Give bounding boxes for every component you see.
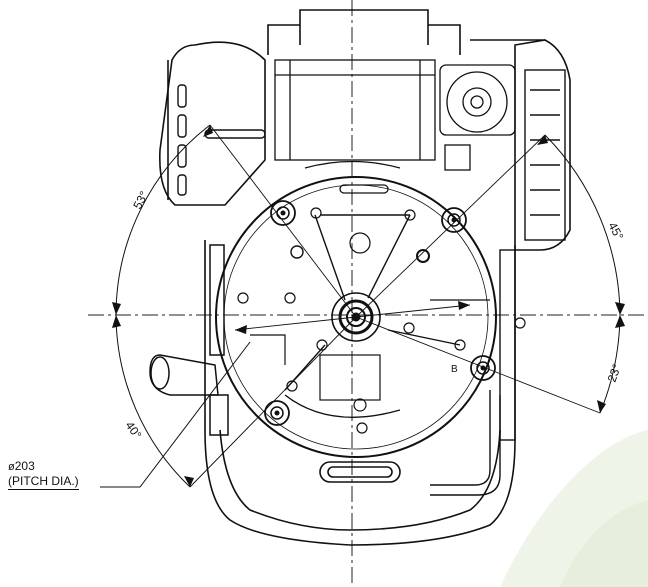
angle-label-bottom-left: 40° — [123, 419, 145, 442]
right-louvers — [524, 69, 566, 241]
center-lines — [88, 0, 648, 587]
boss-bottom-left — [264, 400, 290, 426]
angle-rays — [189, 124, 601, 488]
right-hose — [430, 249, 516, 496]
boss-top-right — [441, 207, 467, 233]
angle-label-bottom-right: 23° — [605, 362, 624, 384]
diameter-symbol: ø — [8, 461, 15, 473]
angle-label-top-left: 53° — [130, 189, 151, 212]
pitch-leader — [100, 341, 251, 488]
intake-pipe — [149, 244, 229, 436]
engine-housing — [158, 9, 571, 546]
watermark-leaf — [500, 430, 648, 587]
mounting-bosses — [237, 200, 526, 426]
arrowheads — [112, 125, 625, 487]
bolt-mark-label: B — [451, 364, 458, 375]
pitch-note: (PITCH DIA.) — [8, 474, 79, 490]
pitch-diameter-callout: ø203 (PITCH DIA.) — [8, 459, 79, 490]
upper-assembly — [274, 59, 516, 194]
left-louvers — [177, 84, 266, 196]
diameter-value: 203 — [14, 459, 35, 473]
angle-label-top-right: 45° — [605, 220, 626, 243]
boss-top-left — [270, 200, 296, 226]
